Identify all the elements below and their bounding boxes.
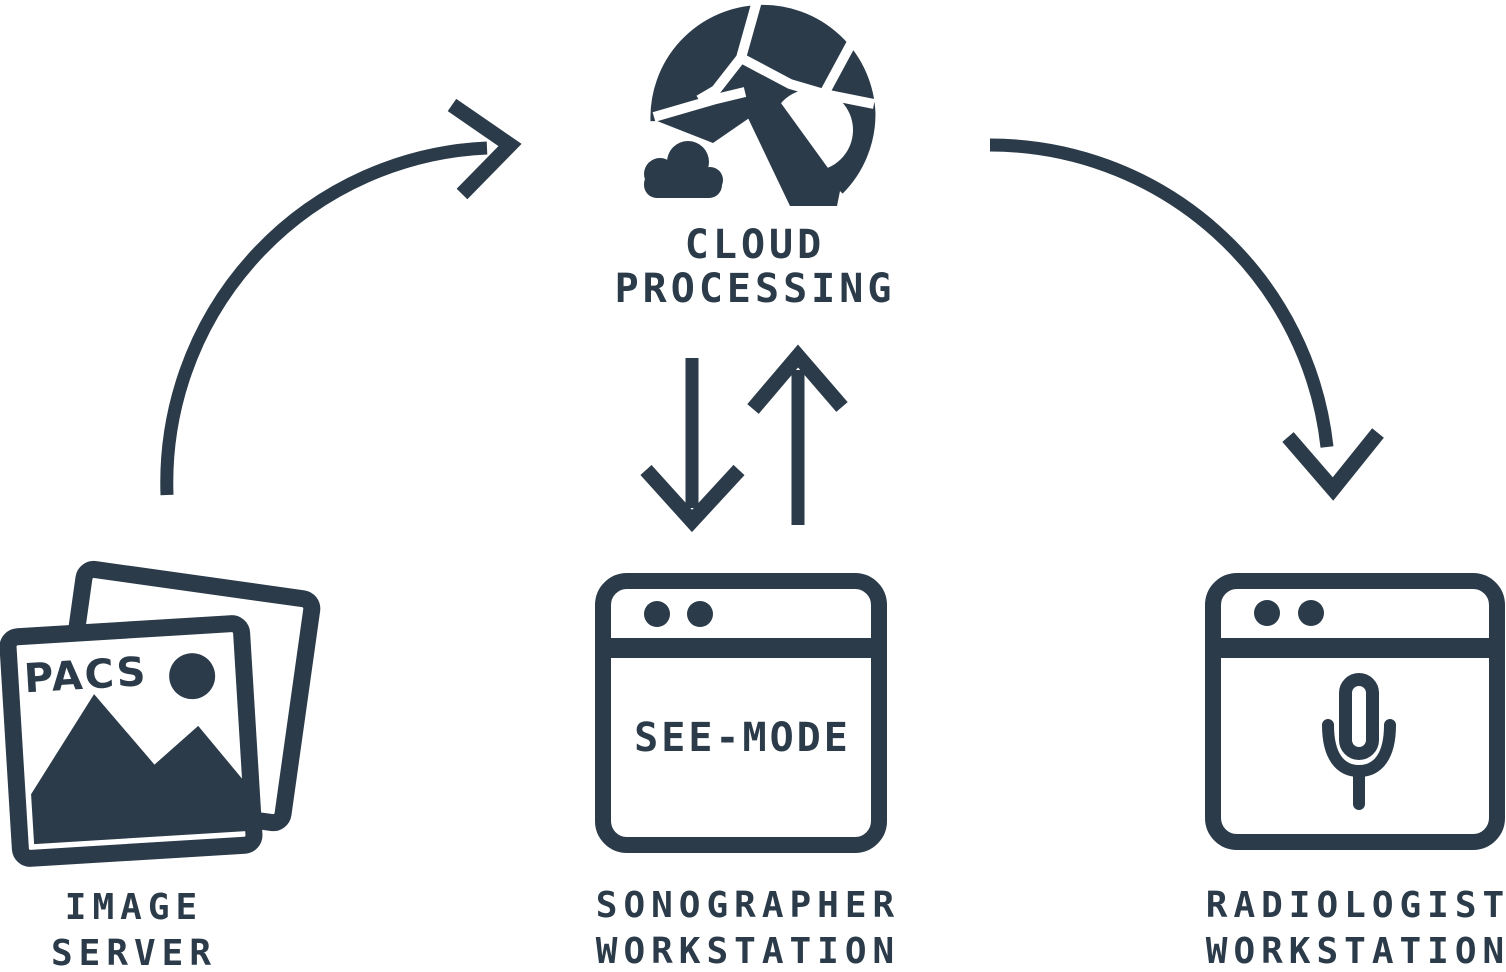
label-line: SONOGRAPHER [595,885,901,926]
arrow-cloud-to-sonographer [640,358,745,533]
label-line: PROCESSING [614,266,896,312]
photo-mountains-icon [31,694,246,845]
browser-microphone-icon [1205,573,1505,850]
cloud-processing-label: CLOUD PROCESSING [611,223,896,311]
curved-arrow-shaft [989,138,1334,448]
brain-cloud-icon [644,0,876,206]
photo-stack-icon: PACS [0,560,321,867]
label-line: WORKSTATION [595,931,901,972]
brain-rim [650,4,876,194]
image-server-label: IMAGE SERVER [45,885,217,972]
arrowhead-down-icon [640,464,745,533]
window-dot-icon [687,601,713,627]
pacs-label: PACS [23,649,149,702]
see-mode-label: SEE-MODE [634,715,851,761]
arrow-sonographer-to-cloud [747,344,848,525]
window-frame [1205,573,1505,850]
arrowhead-up-icon [747,344,848,414]
brain-swoosh [748,99,841,206]
window-dot-icon [1298,600,1324,626]
arrow-cloud-to-radiologist [989,138,1384,501]
brain-fissure [738,53,875,109]
arrowhead-right-icon [447,98,522,200]
label-line: IMAGE [64,887,204,928]
brain-fissure [696,0,762,105]
label-line: RADIOLOGIST [1205,885,1506,926]
cloud-icon [644,141,723,198]
front-photo-frame: PACS [0,615,263,867]
label-line: SERVER [50,933,218,972]
curved-arrow-shaft [160,141,488,496]
cloud-base [644,171,722,198]
label-line: CLOUD [684,222,826,268]
window-dot-icon [1254,600,1280,626]
sonographer-workstation-label: SONOGRAPHER WORKSTATION [590,883,900,972]
arrowhead-down-icon [1282,428,1384,501]
brain-fissure [819,41,856,97]
window-frame [595,573,887,853]
label-line: WORKSTATION [1205,931,1506,972]
photo-sun-icon [169,653,216,700]
window-dot-icon [644,601,670,627]
brain-fissure [652,87,747,122]
arrow-imageserver-to-cloud [160,98,522,496]
microphone-icon [1322,673,1396,810]
browser-window-icon [595,573,887,853]
microphone-capsule [1339,673,1379,760]
radiologist-workstation-label: RADIOLOGIST WORKSTATION [1200,883,1506,972]
